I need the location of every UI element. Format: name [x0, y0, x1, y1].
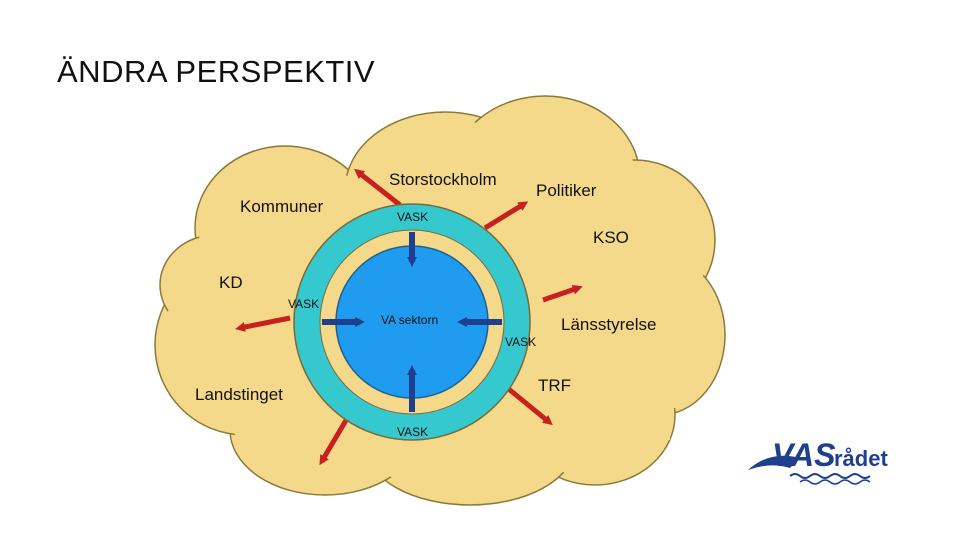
label-kd: KD	[219, 273, 243, 292]
label-vask-right: VASK	[505, 335, 536, 349]
logo-swoosh	[748, 455, 800, 470]
arrow-to-politiker	[483, 201, 529, 231]
logo-waves	[789, 473, 871, 479]
label-vask-bottom: VASK	[397, 425, 428, 439]
logo-text-rest: rådet	[834, 446, 888, 471]
label-trf: TRF	[538, 376, 571, 395]
label-landstinget: Landstinget	[195, 385, 283, 404]
arrow-to-storstockholm	[354, 168, 402, 207]
arrow-to-kd	[235, 315, 291, 332]
label-kso: KSO	[593, 228, 629, 247]
label-vask-left: VASK	[288, 297, 319, 311]
vasradet-logo: VAS rådet	[748, 437, 888, 485]
label-lansstyrelse: Länsstyrelse	[561, 315, 656, 334]
page-title: ÄNDRA PERSPEKTIV	[57, 54, 376, 89]
label-storstockholm: Storstockholm	[389, 170, 497, 189]
inward-arrows	[322, 232, 502, 412]
arrow-to-kso	[542, 284, 583, 303]
label-vask-top: VASK	[397, 210, 428, 224]
label-va-sektorn: VA sektorn	[381, 313, 438, 327]
label-kommuner: Kommuner	[240, 197, 323, 216]
arrow-to-trf	[503, 384, 553, 426]
label-politiker: Politiker	[536, 181, 597, 200]
logo-text-bold: VAS	[772, 437, 836, 473]
